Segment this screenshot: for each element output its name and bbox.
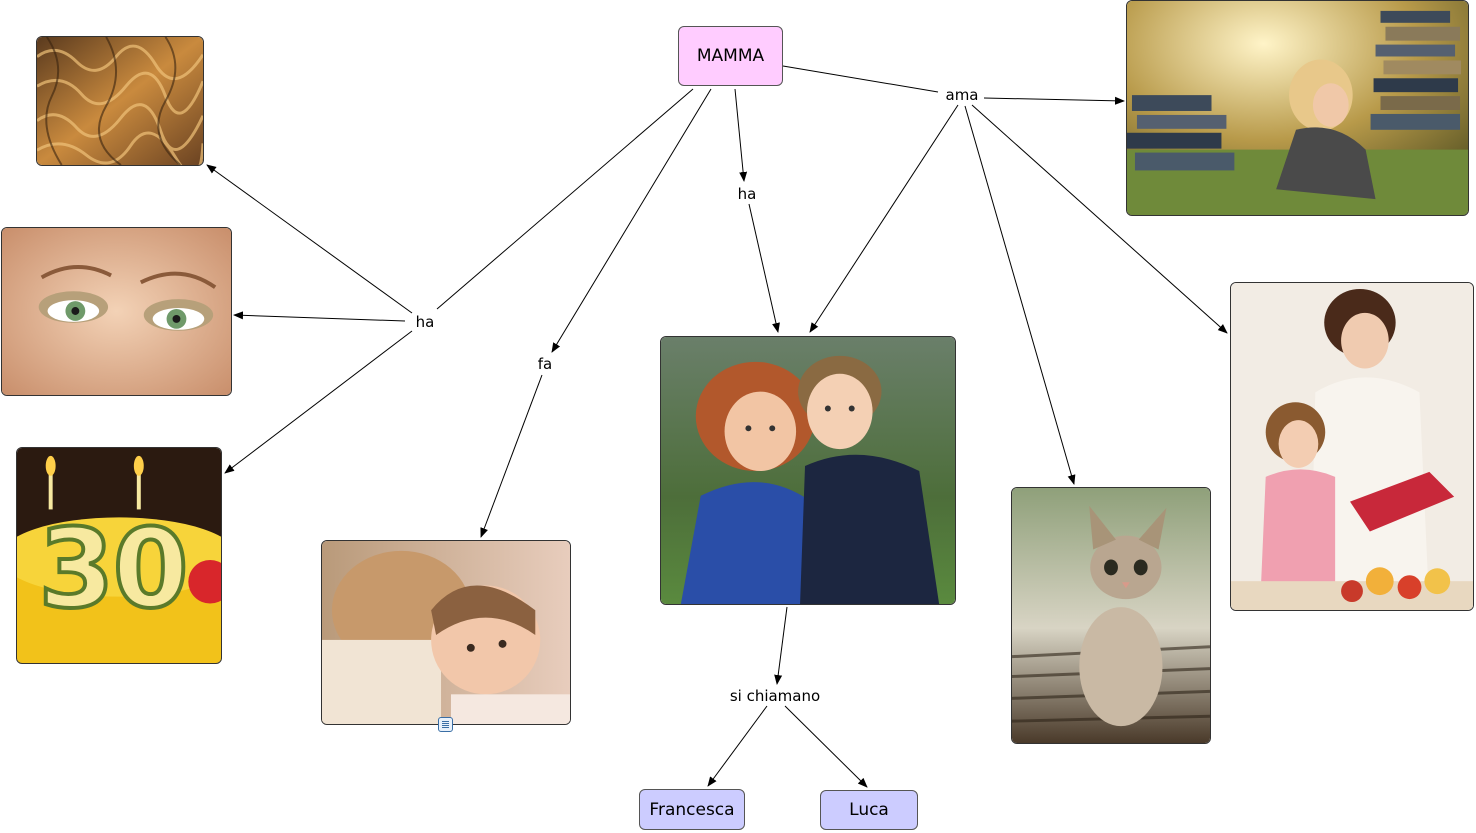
svg-text:3: 3 <box>39 506 115 633</box>
concept-luca[interactable]: Luca <box>820 790 918 830</box>
concept-mamma-label: MAMMA <box>696 46 765 66</box>
svg-text:0: 0 <box>113 506 189 633</box>
concept-luca-label: Luca <box>849 800 889 820</box>
line-ha-hair <box>206 164 413 314</box>
concept-francesca[interactable]: Francesca <box>639 789 745 830</box>
line-ha-cake <box>224 330 413 474</box>
line-ama-children <box>809 104 959 333</box>
link-label-ama[interactable]: ama <box>942 86 982 104</box>
line-ha-children <box>748 203 780 333</box>
line-mamma-ama <box>782 65 939 93</box>
curly-hair-photo[interactable] <box>36 36 204 166</box>
mother-kissing-child-photo[interactable] <box>321 540 571 725</box>
line-children-names <box>774 606 788 685</box>
mother-cooking-with-daughter-photo[interactable] <box>1230 282 1474 611</box>
green-eyes-photo[interactable] <box>1 227 232 396</box>
line-mamma-ha-center <box>734 88 748 182</box>
link-label-si-chiamano[interactable]: si chiamano <box>726 687 824 705</box>
note-icon[interactable] <box>438 717 453 732</box>
line-mamma-fa <box>551 88 712 353</box>
two-children-photo[interactable] <box>660 336 956 605</box>
line-ama-reading <box>983 96 1125 105</box>
kitten-photo[interactable] <box>1011 487 1211 744</box>
concept-mamma[interactable]: MAMMA <box>678 26 783 86</box>
line-names-luca <box>784 705 868 788</box>
line-names-francesca <box>707 705 768 787</box>
line-fa-kiss <box>480 374 543 538</box>
girl-reading-books-photo[interactable] <box>1126 0 1469 216</box>
line-mamma-ha-left <box>436 88 694 310</box>
birthday-cake-30-photo[interactable]: 3 0 <box>16 447 222 664</box>
concept-francesca-label: Francesca <box>649 799 735 820</box>
link-label-fa[interactable]: fa <box>534 355 556 373</box>
line-ha-eyes <box>233 311 406 322</box>
link-label-ha-left[interactable]: ha <box>412 313 438 331</box>
link-label-ha-center[interactable]: ha <box>734 185 760 203</box>
line-ama-cooking <box>971 104 1228 334</box>
line-ama-kitten <box>964 105 1076 485</box>
